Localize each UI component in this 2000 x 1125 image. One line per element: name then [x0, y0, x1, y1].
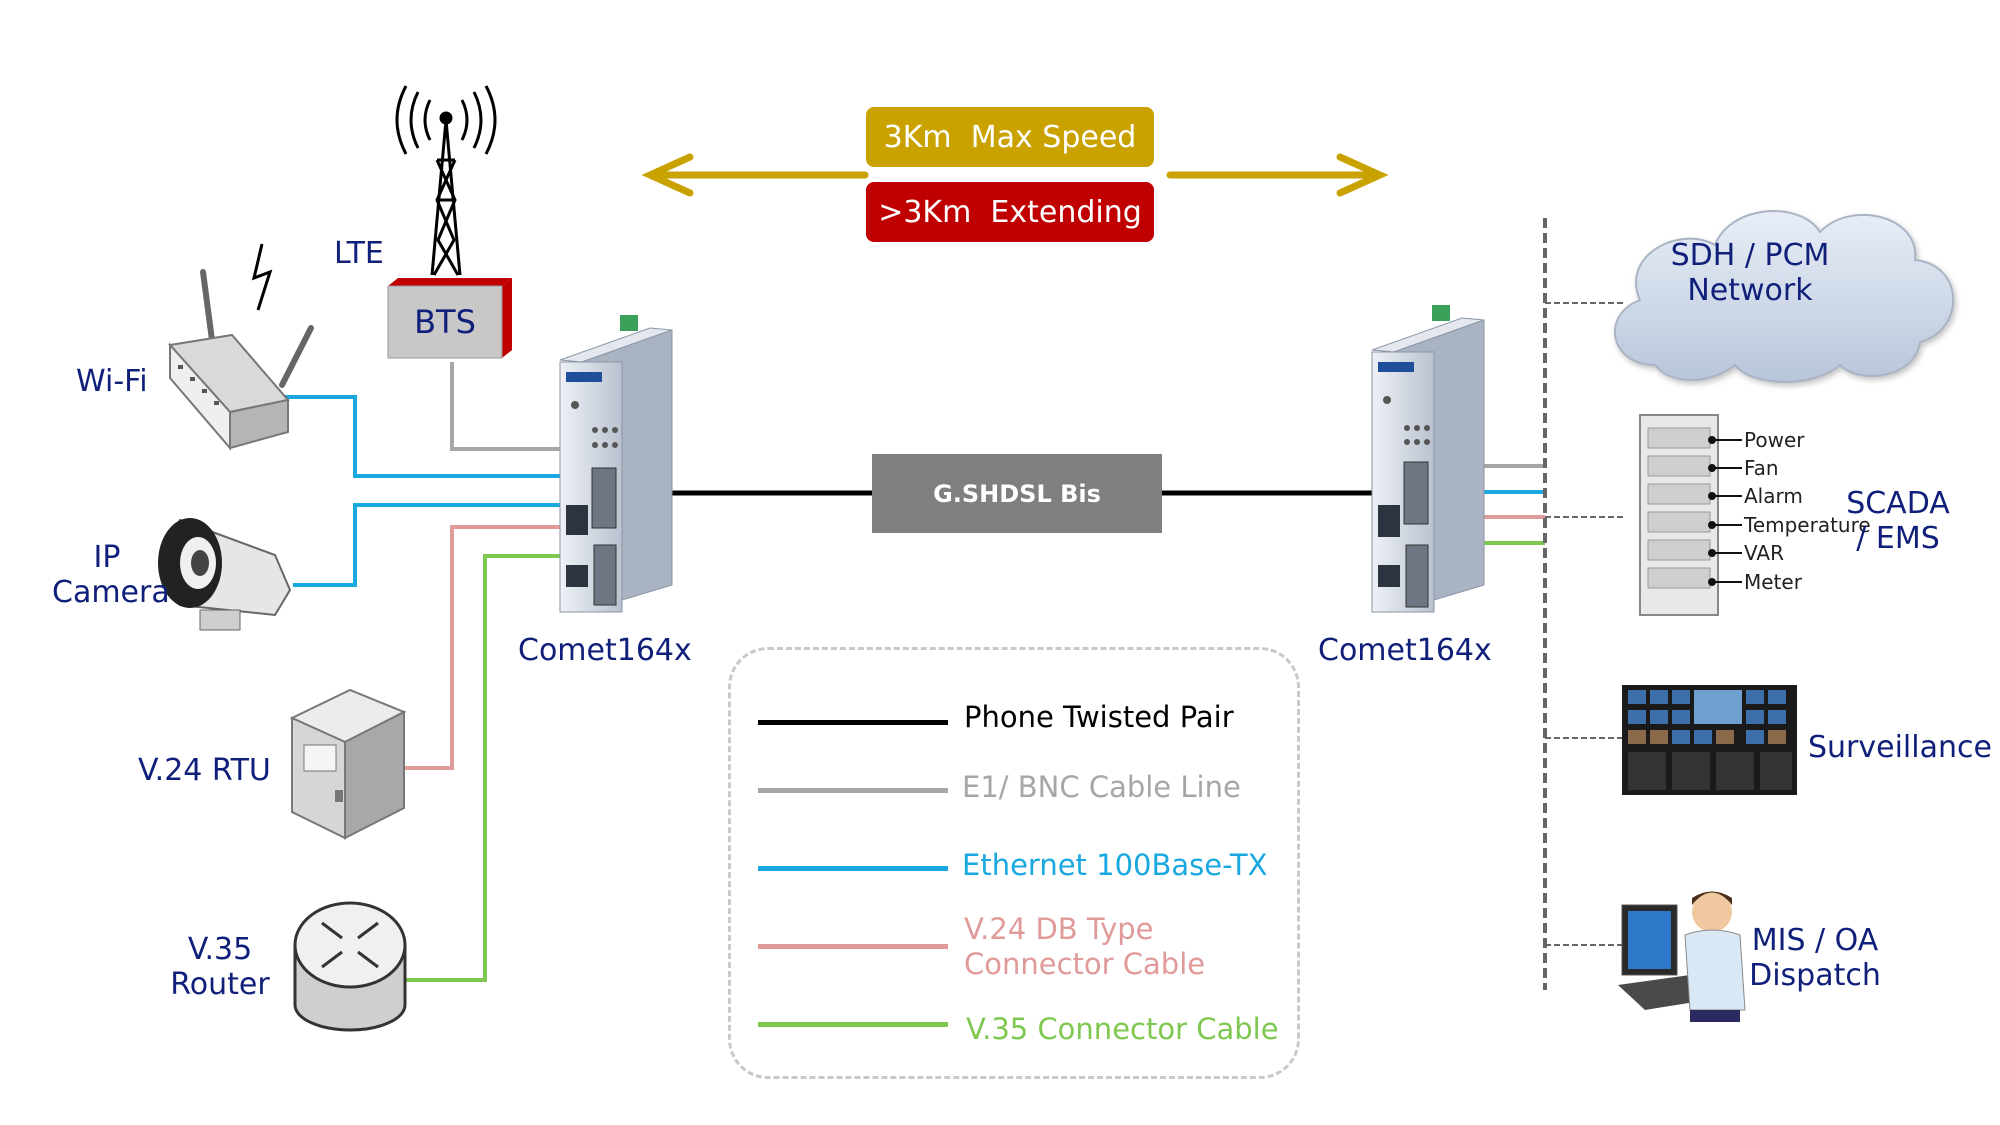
scada-signal-temperature: Temperature — [1744, 513, 1871, 537]
shdsl-label: G.SHDSL Bis — [933, 479, 1101, 508]
cloud-label-line1: SDH / PCM — [1670, 238, 1830, 273]
ip-camera-label-line1: IP — [93, 540, 121, 575]
v35-router-icon — [293, 901, 407, 1032]
scada-signal-fan: Fan — [1744, 456, 1779, 480]
ip-camera-label: IP Camera — [52, 540, 170, 611]
rtu-server-icon — [289, 688, 407, 840]
legend-ethernet-label: Ethernet 100Base-TX — [962, 848, 1268, 882]
surveillance-wall-icon — [1622, 685, 1797, 795]
scada-signal-var: VAR — [1744, 541, 1784, 565]
legend-e1-line — [758, 788, 948, 793]
router-label-line1: V.35 — [187, 932, 253, 967]
bts-box-icon — [387, 278, 512, 359]
camera-ethernet-cable — [293, 503, 560, 587]
ip-camera-icon — [158, 518, 292, 631]
backbone-bus — [1543, 218, 1625, 990]
surveillance-label: Surveillance — [1808, 730, 1992, 765]
mis-label-line1: MIS / OA — [1751, 923, 1879, 958]
scada-signal-ticks — [1708, 436, 1742, 586]
scada-label-line1: SCADA — [1846, 486, 1950, 521]
wifi-label: Wi-Fi — [76, 364, 148, 399]
scada-label-line2: / EMS — [1856, 521, 1940, 557]
legend-phone-label: Phone Twisted Pair — [964, 700, 1234, 734]
legend-phone-line — [758, 720, 948, 725]
shdsl-link — [650, 454, 1375, 533]
legend-v24-label-line2: Connector Cable — [964, 946, 1206, 981]
cloud-label-line2: Network — [1687, 273, 1813, 309]
shdsl-label-box — [872, 454, 1162, 533]
legend-e1-label: E1/ BNC Cable Line — [962, 770, 1241, 804]
left-cables — [282, 362, 560, 982]
distance-arrows — [641, 153, 1389, 197]
left-device-label: Comet164x — [518, 633, 692, 668]
mis-label-line2: Dispatch — [1749, 958, 1881, 994]
scada-label: SCADA / EMS — [1838, 486, 1958, 557]
rtu-label: V.24 RTU — [138, 753, 271, 788]
right-comet-device-icon — [1371, 305, 1485, 613]
sdh-pcm-cloud-icon — [1613, 210, 1955, 383]
legend-v24-label-line1: V.24 DB Type — [964, 912, 1154, 946]
scada-rack-icon — [1639, 414, 1719, 616]
router-label-line2: Router — [170, 967, 270, 1003]
mis-operator-icon — [1618, 891, 1746, 1022]
mis-label: MIS / OA Dispatch — [1740, 923, 1890, 994]
bts-label: BTS — [414, 303, 476, 341]
router-v35-cable — [405, 554, 560, 982]
right-device-label: Comet164x — [1318, 633, 1492, 668]
wifi-ethernet-cable — [282, 395, 560, 478]
scada-signal-power: Power — [1744, 428, 1805, 452]
legend-v24-line — [758, 944, 948, 949]
lte-tower-icon — [395, 85, 497, 276]
router-label: V.35 Router — [170, 932, 270, 1003]
scada-signal-alarm: Alarm — [1744, 484, 1803, 508]
legend-v24-label: V.24 DB Type Connector Cable — [964, 912, 1205, 982]
extending-badge: >3Km Extending — [866, 182, 1154, 242]
scada-signal-meter: Meter — [1744, 570, 1802, 594]
legend-box — [728, 647, 1300, 1079]
left-comet-device-icon — [559, 315, 673, 613]
bts-e1-cable — [450, 362, 560, 451]
lte-label: LTE — [334, 236, 384, 271]
legend-v35-label: V.35 Connector Cable — [966, 1012, 1279, 1046]
max-speed-badge: 3Km Max Speed — [866, 107, 1154, 167]
rtu-v24-cable — [405, 525, 560, 770]
wifi-router-icon — [168, 243, 314, 451]
legend-ethernet-line — [758, 866, 948, 871]
ip-camera-label-line2: Camera — [52, 575, 170, 611]
legend-v35-line — [758, 1022, 948, 1027]
cloud-label: SDH / PCM Network — [1640, 238, 1860, 309]
